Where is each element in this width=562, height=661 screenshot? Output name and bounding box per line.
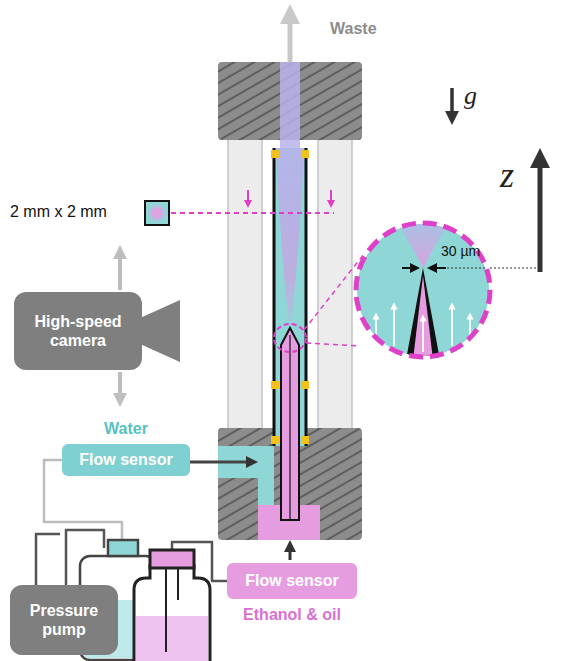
- seal-markers-part: [301, 150, 309, 158]
- box-heading: Water: [42, 419, 210, 438]
- cross-section-indicator-part: [330, 190, 332, 204]
- box-heading: Ethanol & oil: [207, 605, 377, 624]
- support-rods-part: [318, 136, 352, 432]
- cross-section-indicator-part: [171, 212, 334, 214]
- oil-flow-sensor: Flow sensorEthanol & oil: [227, 563, 357, 599]
- inner-capillary: [258, 328, 320, 560]
- water-flow-sensor: WaterFlow sensor: [62, 444, 190, 476]
- zoom-inset-part-part: [376, 306, 470, 352]
- square-channel-part: [276, 148, 304, 332]
- zoom-inset-part-part: [429, 267, 446, 269]
- tubing-part: [36, 534, 60, 585]
- seal-markers-part: [301, 436, 309, 444]
- reservoir-bottles-part: [134, 566, 210, 661]
- camera-lens-and-travel-part: [140, 300, 180, 362]
- dimension-label: 2 mm x 2 mm: [10, 203, 107, 221]
- axis-arrows-part: [538, 158, 543, 272]
- waste-arrow-part: [288, 14, 293, 64]
- dimension-label: 30 µm: [441, 244, 480, 259]
- seal-markers-part: [301, 381, 309, 389]
- box-label: Pressure pump: [18, 601, 110, 639]
- camera-lens-and-travel-part: [118, 372, 122, 400]
- pressure-pump: Pressure pump: [10, 585, 118, 655]
- zoom-inset-part-part: [406, 268, 440, 360]
- zoom-inset-part-part: [402, 267, 418, 269]
- support-rods-part: [228, 136, 262, 432]
- zoom-inset-part: [274, 324, 306, 352]
- box-label: Flow sensor: [79, 450, 172, 469]
- reservoir-bottles-part: [177, 568, 179, 600]
- inner-capillary-part: [289, 546, 292, 560]
- zoom-inset-part: [356, 223, 490, 357]
- zoom-inset-part-part-part: [393, 306, 395, 346]
- waste-arrow: [290, 14, 291, 64]
- axis-symbol: z: [500, 156, 514, 196]
- reservoir-bottles-part: [136, 616, 208, 661]
- cross-section-indicator: [145, 190, 334, 225]
- reservoir-bottles-part: [165, 568, 167, 652]
- holder-blocks: [218, 62, 362, 540]
- zoom-inset-part: [490, 267, 540, 268]
- outlet-label: Waste: [330, 20, 377, 38]
- seal-markers-part: [271, 436, 279, 444]
- inner-capillary-part: [281, 328, 299, 520]
- cross-section-indicator-part: [145, 201, 169, 225]
- zoom-inset-part: [306, 343, 360, 346]
- zoom-inset-part: [376, 220, 500, 360]
- square-channel-part: [305, 148, 308, 446]
- seal-markers: [271, 150, 309, 444]
- camera-box: High-speed camera: [14, 292, 142, 370]
- box-label: Flow sensor: [245, 571, 338, 590]
- zoom-inset: [274, 220, 540, 360]
- axis-arrows-part: [450, 88, 454, 118]
- camera-lens-and-travel-part: [118, 252, 122, 290]
- reservoir-bottles-part: [108, 540, 138, 556]
- square-channel-part: [280, 62, 300, 148]
- box-label: High-speed camera: [22, 312, 134, 350]
- seal-markers-part: [271, 150, 279, 158]
- square-channel-part: [273, 148, 276, 446]
- zoom-inset-part: [304, 254, 364, 330]
- zoom-inset-part-part-part: [451, 306, 453, 346]
- zoom-inset-part-part-part: [469, 316, 471, 346]
- inner-capillary-part: [289, 335, 290, 520]
- cross-section-indicator-part: [148, 204, 166, 222]
- reservoir-bottles-part: [150, 550, 194, 568]
- gravity-symbol: g: [464, 82, 477, 111]
- cross-section-indicator-part: [247, 190, 249, 204]
- zoom-inset-part-part: [413, 276, 433, 360]
- zoom-inset-part-part-part: [422, 318, 424, 352]
- water-inlet-part: [190, 461, 252, 464]
- seal-markers-part: [271, 381, 279, 389]
